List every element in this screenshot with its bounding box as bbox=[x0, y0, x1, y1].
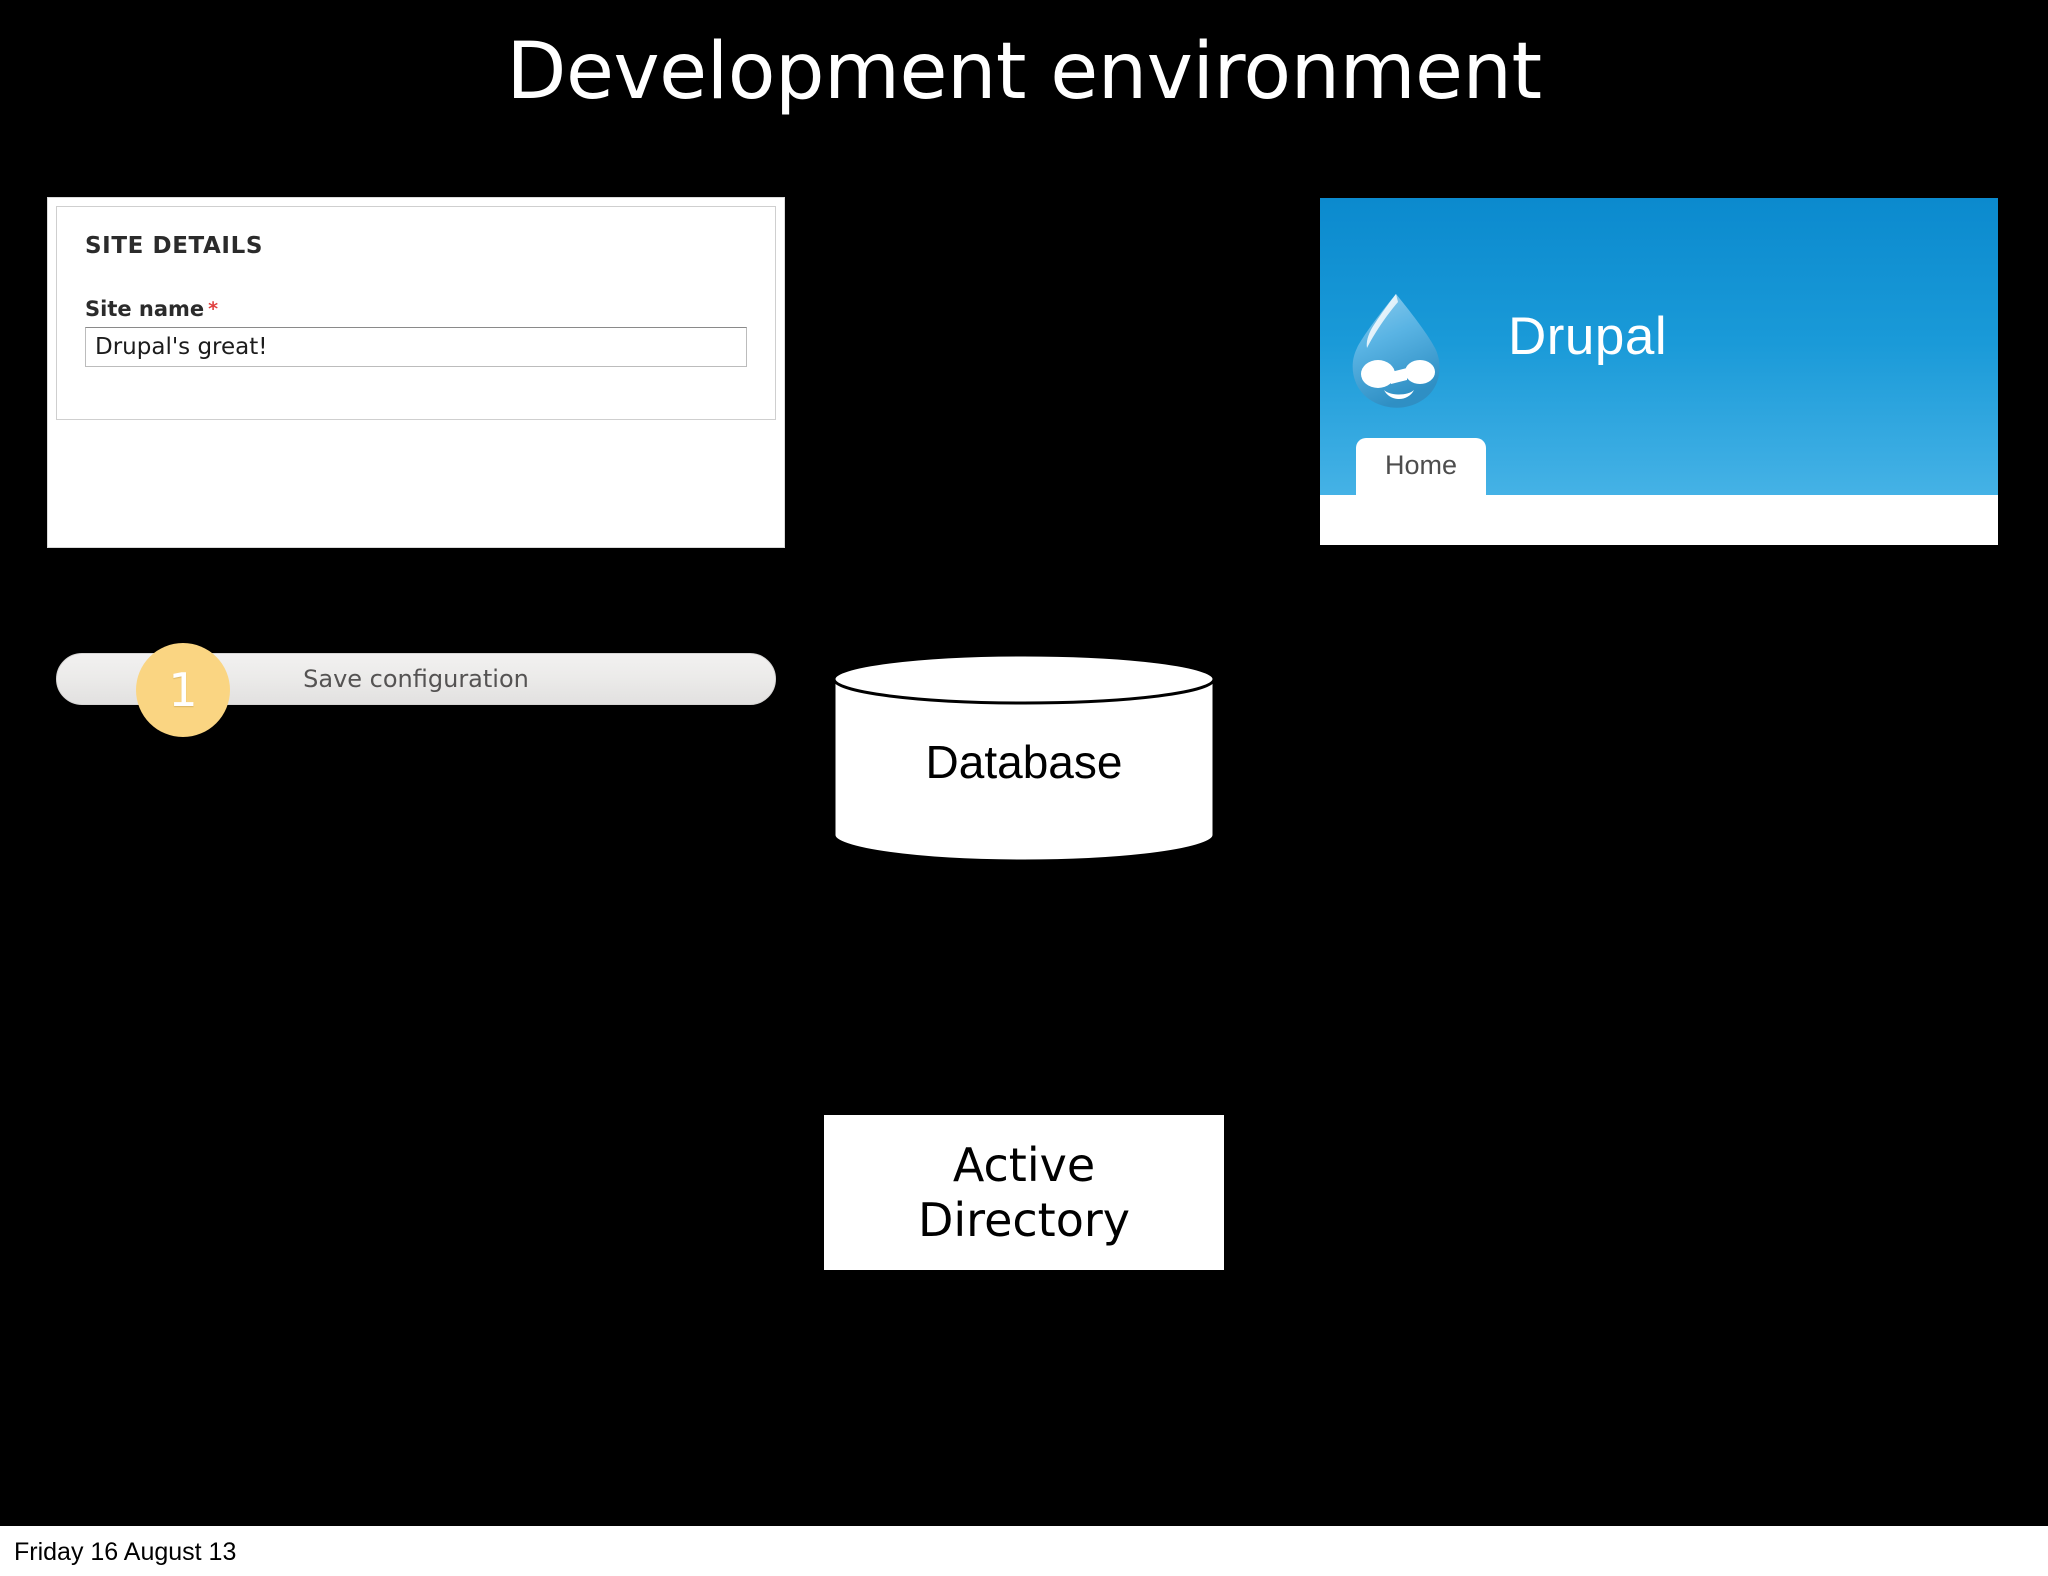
step-number-badge: 1 bbox=[136, 643, 230, 737]
drupal-admin-form-screenshot: SITE DETAILS Site name* Drupal's great! … bbox=[48, 198, 784, 737]
drupal-banner: Drupal Home bbox=[1320, 198, 1998, 520]
tab-home[interactable]: Home bbox=[1356, 438, 1486, 520]
database-cylinder-icon bbox=[832, 653, 1216, 863]
save-configuration-label: Save configuration bbox=[303, 665, 529, 693]
active-directory-label-line1: Active bbox=[952, 1138, 1096, 1193]
site-details-legend: SITE DETAILS bbox=[85, 233, 264, 259]
page-title: Development environment bbox=[506, 27, 1542, 117]
drupal-droplet-icon bbox=[1344, 290, 1448, 408]
active-directory-node: Active Directory bbox=[824, 1115, 1224, 1270]
site-details-fieldset: SITE DETAILS Site name* Drupal's great! bbox=[56, 206, 776, 420]
site-name-label-text: Site name bbox=[85, 297, 205, 321]
active-directory-label-line2: Directory bbox=[917, 1192, 1130, 1247]
database-node: Database bbox=[832, 653, 1216, 863]
site-name-input[interactable]: Drupal's great! bbox=[85, 327, 747, 367]
database-label: Database bbox=[925, 736, 1123, 788]
footer-date: Friday 16 August 13 bbox=[14, 1538, 237, 1566]
drupal-wordmark: Drupal bbox=[1508, 307, 1668, 366]
required-asterisk: * bbox=[208, 298, 219, 320]
drupal-site-screenshot: Drupal Home bbox=[1320, 198, 1998, 545]
site-name-label: Site name* bbox=[85, 297, 218, 321]
footer-bar: Friday 16 August 13 bbox=[0, 1526, 2048, 1576]
tab-home-label: Home bbox=[1384, 450, 1458, 480]
